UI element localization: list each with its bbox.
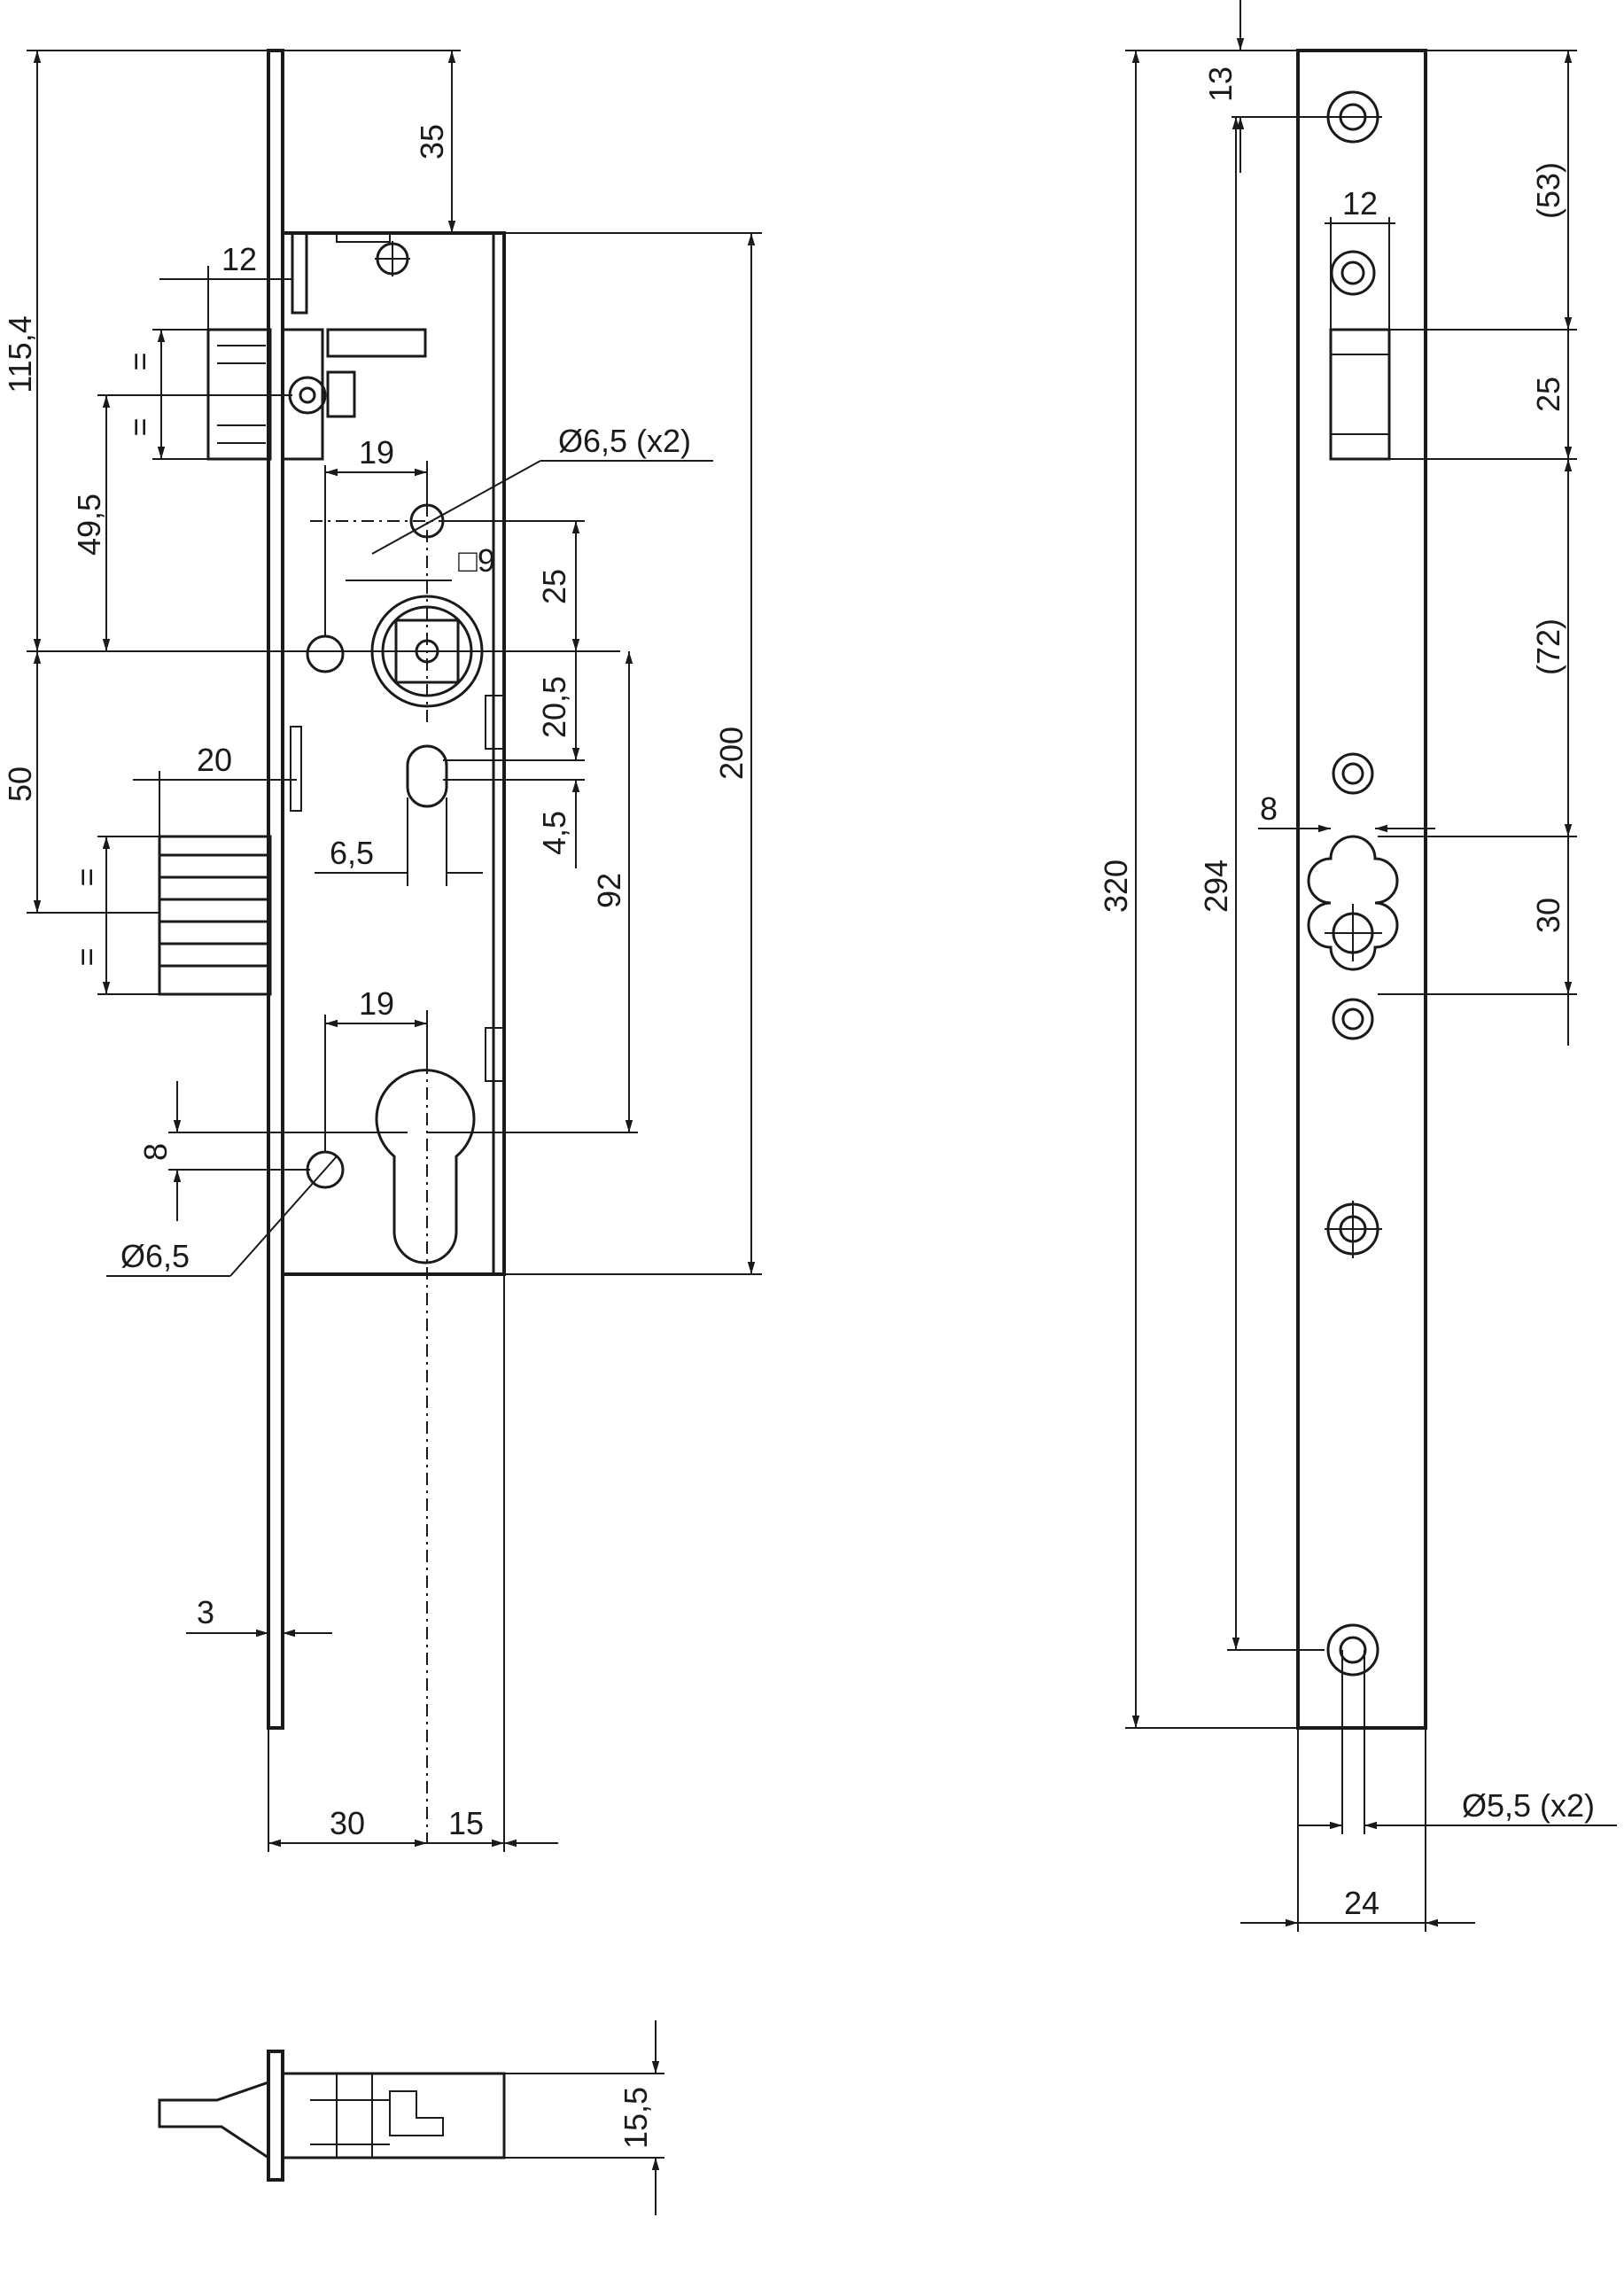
dim-92: 92 — [591, 873, 627, 908]
dim-side-25: 25 — [1530, 377, 1566, 412]
latch-bolt — [206, 231, 427, 461]
dim-eq-2: = — [121, 417, 158, 436]
bottom-view: 15,5 — [158, 2020, 664, 2215]
dim-side-13: 13 — [1202, 66, 1239, 102]
dim-side-53: (53) — [1530, 162, 1566, 219]
dim-eq-3: = — [68, 868, 105, 886]
dim-15: 15 — [448, 1805, 484, 1841]
dim-side-72: (72) — [1530, 619, 1566, 675]
dim-19-bottom: 19 — [359, 985, 394, 1022]
dim-30: 30 — [330, 1805, 365, 1841]
dim-bottom-15-5: 15,5 — [618, 2087, 654, 2149]
slot — [406, 744, 448, 808]
dim-eq-4: = — [68, 947, 105, 966]
dim-side-12: 12 — [1342, 185, 1378, 222]
latch-opening — [1329, 328, 1391, 461]
deadbolt-opening — [1307, 835, 1399, 971]
dim-12: 12 — [221, 241, 257, 277]
front-view: 115,4 35 12 = = 49,5 19 Ø6,5 (x2) □9 25 … — [2, 49, 762, 1852]
side-view: 13 (53) 12 25 (72) 8 320 294 30 Ø5,5 (x2… — [1098, 0, 1617, 1932]
cylinder-hole — [306, 1010, 504, 1843]
dim-8: 8 — [137, 1143, 174, 1161]
dim-20: 20 — [197, 742, 232, 778]
dim-49-5: 49,5 — [71, 494, 107, 556]
front-dimension-lines — [27, 50, 762, 1852]
dim-200: 200 — [713, 727, 750, 780]
dim-4-5: 4,5 — [536, 811, 572, 855]
side-dimension-texts: 13 (53) 12 25 (72) 8 320 294 30 Ø5,5 (x2… — [1098, 66, 1595, 1921]
dim-115-4: 115,4 — [2, 315, 38, 393]
dim-side-294: 294 — [1198, 860, 1234, 913]
dim-25: 25 — [536, 569, 572, 604]
dim-square-9: □9 — [458, 542, 495, 579]
bottom-case — [281, 2072, 506, 2159]
dim-6-5: 6,5 — [330, 835, 374, 871]
bottom-faceplate — [267, 2050, 284, 2182]
dim-eq-1: = — [121, 352, 158, 370]
dim-dia-6-5: Ø6,5 — [120, 1238, 190, 1274]
dim-side-24: 24 — [1344, 1885, 1379, 1921]
side-holes — [1325, 90, 1382, 1677]
dim-side-8: 8 — [1260, 790, 1278, 827]
side-dimension-lines — [1125, 0, 1617, 1932]
dim-35: 35 — [414, 124, 450, 160]
front-dimension-texts: 115,4 35 12 = = 49,5 19 Ø6,5 (x2) □9 25 … — [2, 124, 750, 1841]
dim-side-30: 30 — [1530, 898, 1566, 933]
lock-case — [281, 231, 506, 1276]
dim-19-top: 19 — [359, 434, 394, 471]
dim-dia-6-5-x2: Ø6,5 (x2) — [558, 423, 691, 459]
dim-side-dia-5-5-x2: Ø5,5 (x2) — [1462, 1787, 1595, 1824]
dim-50: 50 — [2, 766, 38, 802]
faceplate-side — [1296, 49, 1427, 1730]
deadbolt — [158, 695, 504, 996]
dim-3: 3 — [197, 1594, 214, 1630]
dim-20-5: 20,5 — [536, 676, 572, 738]
dim-side-320: 320 — [1098, 860, 1134, 913]
bottom-bolt — [158, 2080, 270, 2160]
